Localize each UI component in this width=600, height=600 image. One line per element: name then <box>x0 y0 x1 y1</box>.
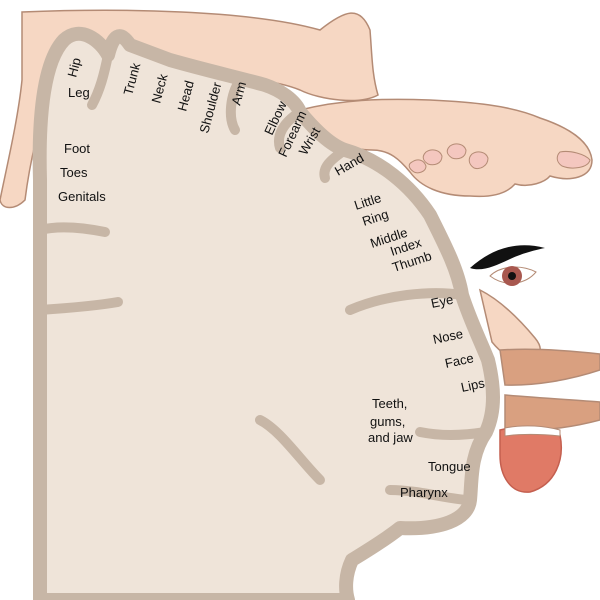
label-teeth-3: and jaw <box>368 430 413 445</box>
label-teeth-1: Teeth, <box>372 396 407 411</box>
hand-figure <box>299 98 593 198</box>
label-toes: Toes <box>60 165 88 180</box>
label-nose: Nose <box>432 326 465 347</box>
label-face: Face <box>444 350 475 371</box>
label-foot: Foot <box>64 141 90 156</box>
label-pharynx: Pharynx <box>400 485 448 500</box>
label-lips: Lips <box>460 375 487 395</box>
label-eye: Eye <box>430 292 455 311</box>
label-genitals: Genitals <box>58 189 106 204</box>
label-leg: Leg <box>68 85 90 100</box>
label-hip: Hip <box>64 56 84 79</box>
face-figure <box>470 245 600 493</box>
label-arm: Arm <box>228 80 249 107</box>
label-tongue: Tongue <box>428 459 471 474</box>
cortex-section <box>32 26 500 600</box>
label-teeth-2: gums, <box>370 414 405 429</box>
